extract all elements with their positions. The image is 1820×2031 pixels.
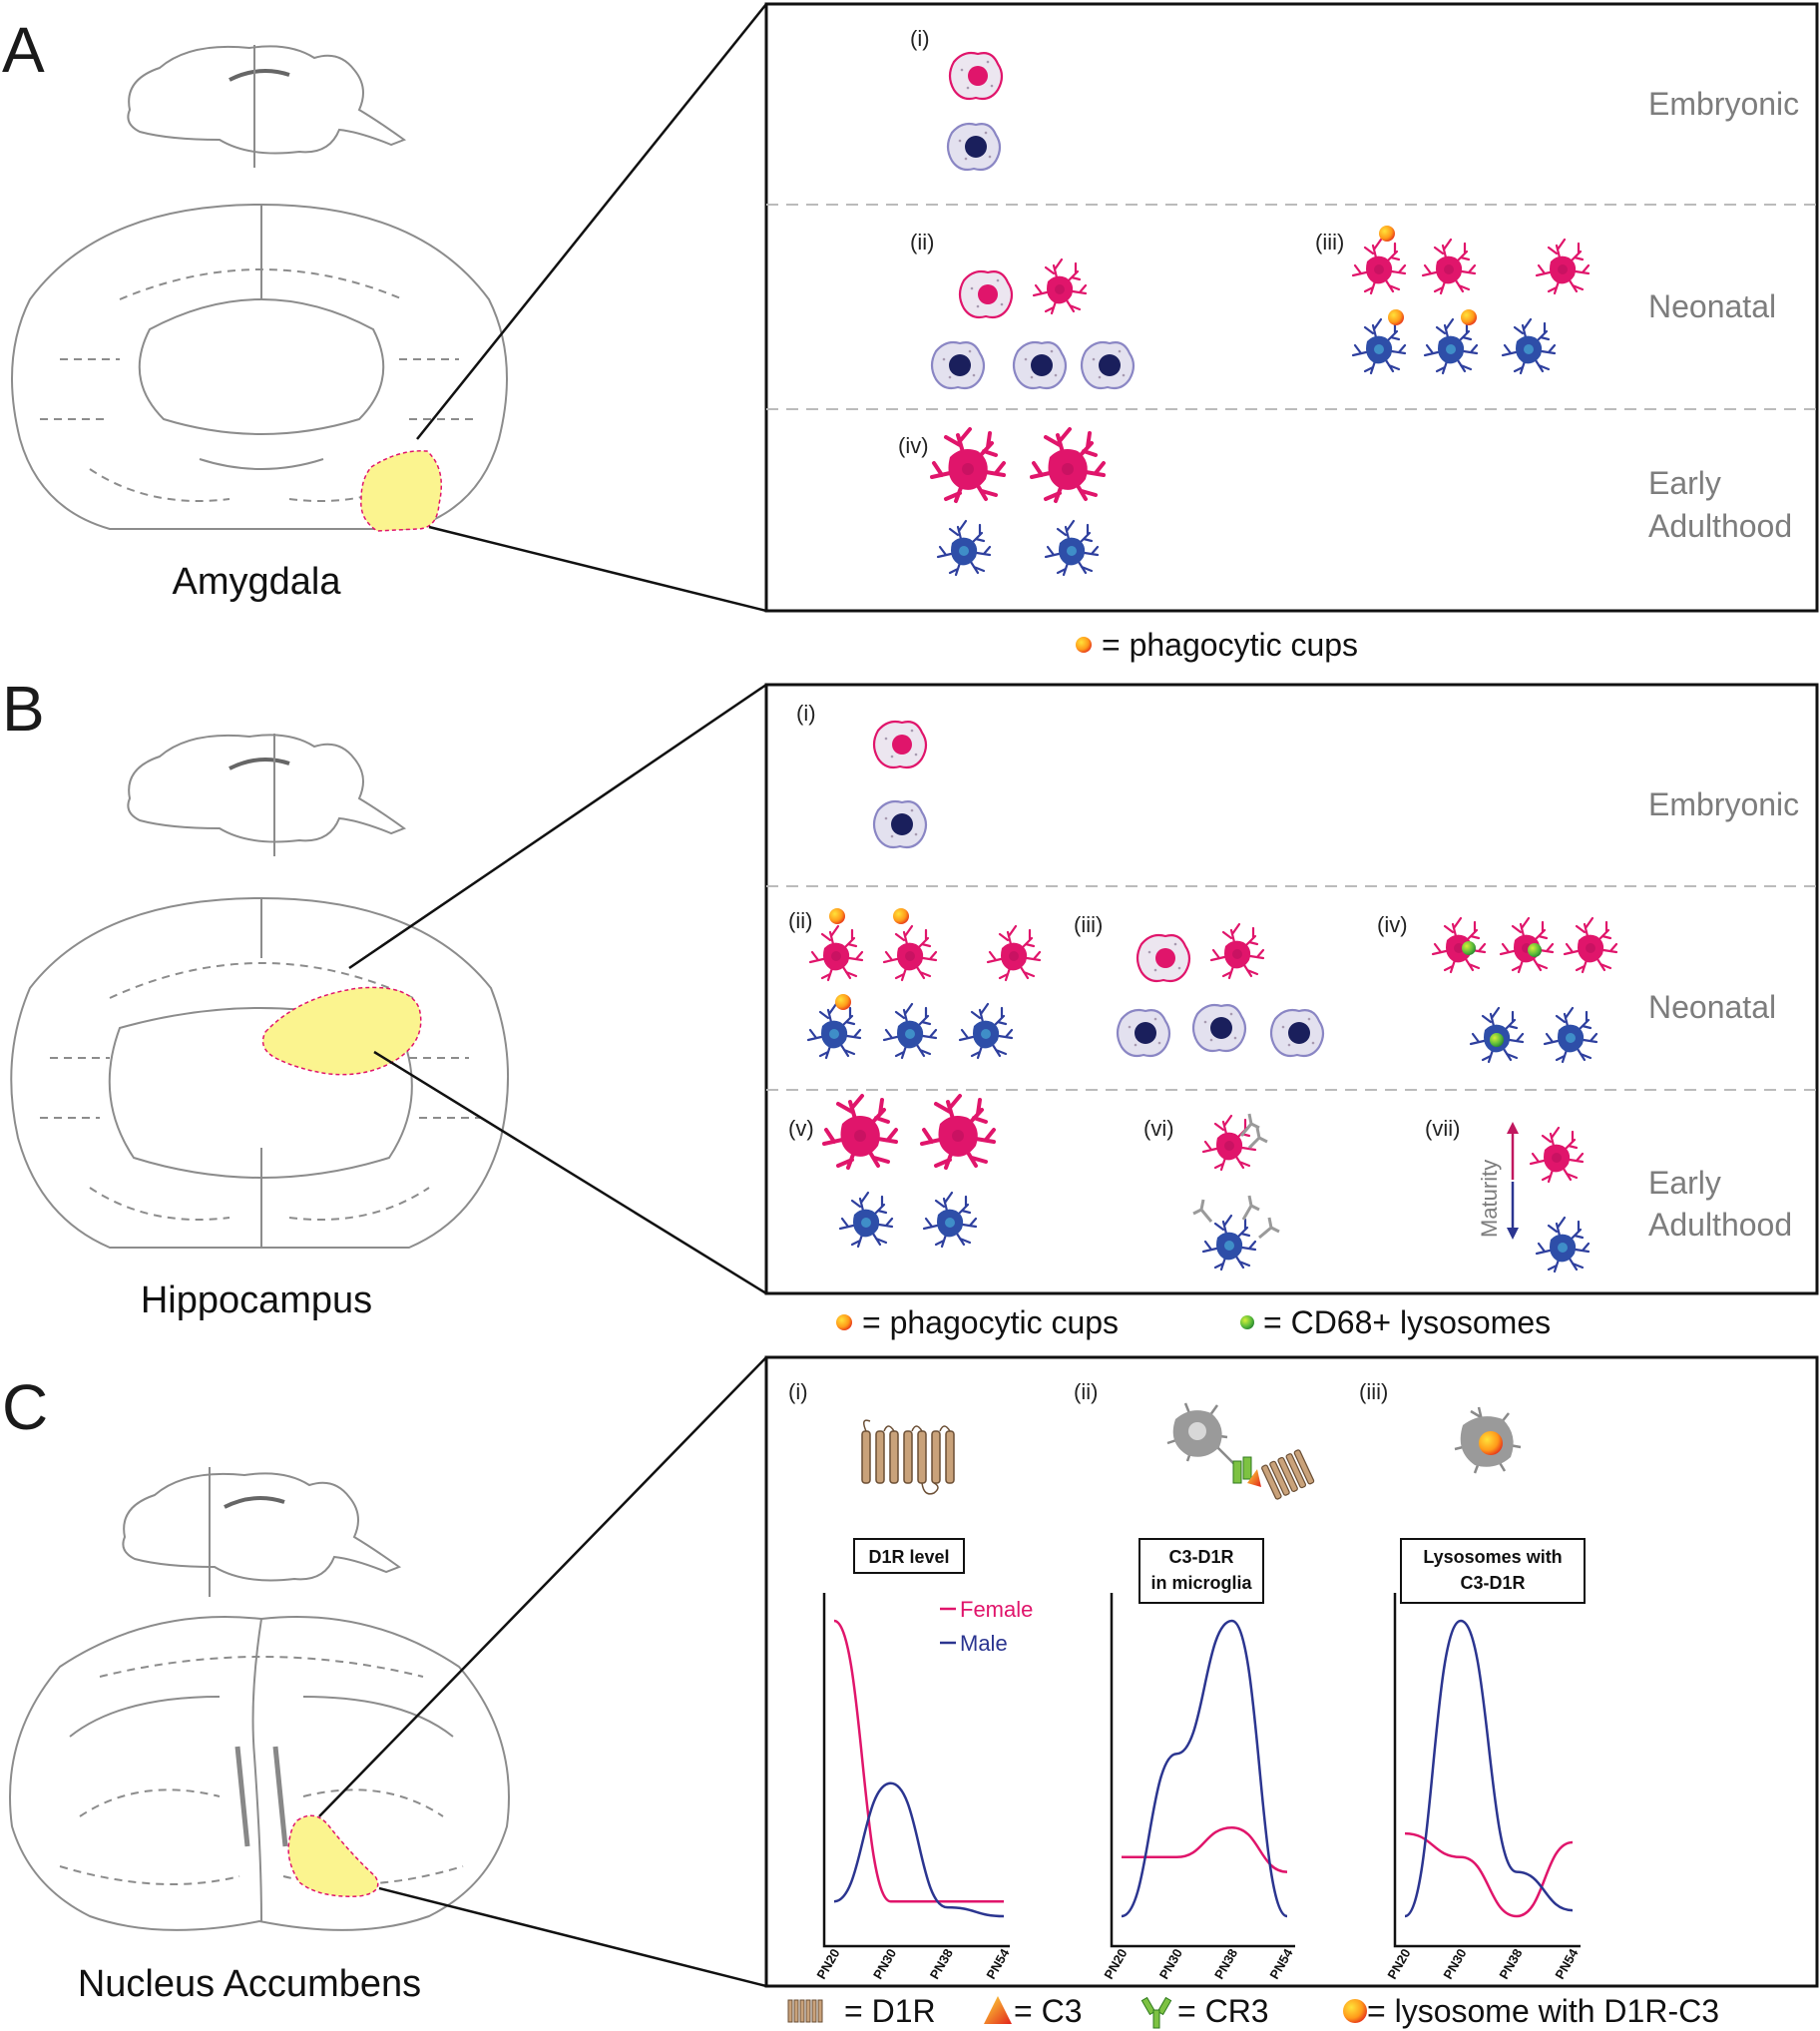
legend-c-d1r: = D1R	[844, 1993, 936, 2029]
legend-a-phagocytic-cups: = phagocytic cups	[1102, 627, 1358, 663]
stage-label-a-neonatal: Neonatal	[1648, 288, 1776, 324]
region-label-b: Hippocampus	[141, 1279, 372, 1321]
zoom-line-c-top	[318, 1356, 767, 1817]
panel-letter-b: B	[2, 673, 45, 745]
chart-c-ii: C3-D1R in microglia PN20 PN30 PN38 PN54	[1101, 1538, 1296, 1982]
panel-letter-a: A	[2, 14, 45, 86]
legend-c-cr3: = CR3	[1177, 1993, 1269, 2029]
zoom-line-b-top	[348, 683, 767, 970]
microglia-c3-cr3-icon	[1166, 1402, 1315, 1500]
zoom-line-b-bottom	[373, 1050, 767, 1295]
nucleus-accumbens-highlight-region	[287, 1814, 379, 1897]
series-line-male	[833, 1781, 1005, 1918]
tag-c-i: (i)	[788, 1379, 808, 1404]
stage-label-b-early: Early	[1648, 1165, 1721, 1201]
tag-b-vii: (vii)	[1425, 1116, 1460, 1141]
coronal-brain-section-a	[11, 203, 508, 530]
maturity-label: Maturity	[1477, 1160, 1502, 1238]
x-tick-label: PN20	[813, 1946, 842, 1982]
sagittal-brain-icon-a	[127, 45, 407, 168]
series-line-male	[1121, 1619, 1288, 1918]
chart-title-c-i: D1R level	[868, 1547, 949, 1567]
microglia-lysosome-icon	[1454, 1406, 1522, 1474]
stage-label-b-embryonic: Embryonic	[1648, 786, 1799, 822]
amygdala-highlight-region	[360, 450, 442, 532]
hippocampus-highlight-region	[261, 986, 422, 1076]
x-tick-label: PN30	[1440, 1946, 1469, 1982]
phagocytic-cup-icon	[836, 1314, 852, 1330]
chart-title-c-iii: Lysosomes with	[1423, 1547, 1562, 1567]
legend-c-c3: = C3	[1014, 1993, 1082, 2029]
x-tick-label: PN38	[1496, 1946, 1525, 1982]
x-tick-label: PN20	[1101, 1946, 1130, 1982]
tag-a-iv: (iv)	[898, 433, 929, 458]
zoom-line-a-top	[416, 3, 767, 440]
x-tick-label: PN38	[1211, 1946, 1240, 1982]
coronal-brain-section-c	[9, 1616, 510, 1931]
d1r-legend-icon	[787, 1999, 823, 2023]
tag-c-iii: (iii)	[1359, 1379, 1388, 1404]
tag-b-v: (v)	[788, 1116, 814, 1141]
stage-label-a-embryonic: Embryonic	[1648, 86, 1799, 122]
region-label-a: Amygdala	[173, 561, 342, 603]
cd68-lysosome-icon	[1240, 1315, 1254, 1329]
chart-c-iii: Lysosomes with C3-D1R PN20 PN30 PN38 PN54	[1384, 1538, 1586, 1982]
x-tick-label: PN54	[983, 1945, 1013, 1981]
stage-label-b-adulthood: Adulthood	[1648, 1207, 1792, 1243]
tag-b-i: (i)	[796, 701, 816, 726]
series-line-female	[1121, 1825, 1288, 1873]
antibody-icons-b-vi	[1192, 1113, 1280, 1240]
zoom-line-c-bottom	[378, 1886, 767, 1988]
panel-b-box	[764, 683, 1819, 1295]
x-tick-label: PN30	[1156, 1946, 1185, 1982]
x-tick-label: PN20	[1384, 1946, 1413, 1982]
legend-male-label: Male	[960, 1631, 1008, 1656]
chart-title-c-ii: C3-D1R	[1168, 1547, 1233, 1567]
tag-b-iii: (iii)	[1074, 912, 1103, 937]
coronal-brain-section-b	[10, 896, 510, 1249]
maturity-arrow	[1507, 1122, 1519, 1240]
phagocytic-cup-icon	[1076, 637, 1092, 653]
x-tick-label: PN30	[870, 1946, 899, 1982]
zoom-line-a-bottom	[428, 525, 767, 613]
cr3-legend-icon	[1140, 1996, 1172, 2029]
legend-c-lysosome: = lysosome with D1R-C3	[1367, 1993, 1719, 2029]
c3-legend-icon	[984, 1996, 1012, 2024]
sagittal-brain-icon-b	[127, 734, 407, 856]
chart-title-c-iii-line2: C3-D1R	[1460, 1573, 1525, 1593]
tag-b-ii: (ii)	[788, 908, 812, 933]
tag-a-i: (i)	[910, 26, 930, 51]
x-tick-label: PN54	[1552, 1945, 1582, 1981]
legend-female-label: Female	[960, 1597, 1033, 1622]
series-line-male	[1404, 1619, 1574, 1918]
tag-a-ii: (ii)	[910, 230, 934, 254]
panel-c-box	[764, 1355, 1819, 1988]
tag-b-iv: (iv)	[1377, 912, 1408, 937]
tag-b-vi: (vi)	[1143, 1116, 1174, 1141]
panel-letter-c: C	[2, 1371, 48, 1443]
stage-label-b-neonatal: Neonatal	[1648, 989, 1776, 1025]
panel-a-box	[764, 2, 1819, 613]
chart-c-i: D1R level PN20 PN30 PN38 PN54 Female Male	[813, 1538, 1033, 1982]
legend-b-phagocytic-cups: = phagocytic cups	[862, 1304, 1119, 1340]
stage-label-a-early: Early	[1648, 465, 1721, 501]
region-label-c: Nucleus Accumbens	[78, 1963, 421, 2005]
tag-c-ii: (ii)	[1074, 1379, 1098, 1404]
d1r-receptor-icon	[861, 1419, 955, 1495]
microglia-cell-cluster-a	[930, 51, 1591, 577]
x-tick-label: PN54	[1266, 1945, 1296, 1981]
lysosome-d1r-c3-legend-icon	[1343, 1999, 1367, 2023]
chart-title-c-ii-line2: in microglia	[1150, 1573, 1252, 1593]
x-tick-label: PN38	[927, 1946, 956, 1982]
sagittal-brain-icon-c	[122, 1467, 402, 1597]
tag-a-iii: (iii)	[1315, 230, 1344, 254]
stage-label-a-adulthood: Adulthood	[1648, 508, 1792, 544]
legend-b-cd68-lysosomes: = CD68+ lysosomes	[1263, 1304, 1551, 1340]
series-line-female	[1404, 1831, 1574, 1918]
series-line-female	[833, 1619, 1004, 1903]
